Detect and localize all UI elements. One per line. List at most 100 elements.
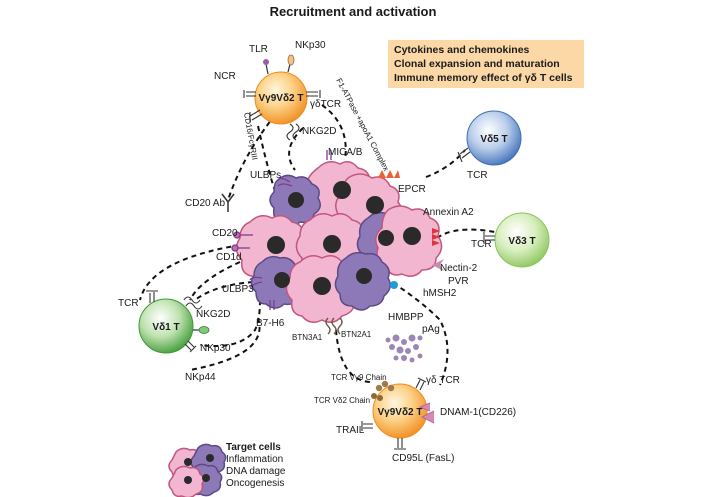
tcr-vd1-label: TCR [118,298,139,309]
vg9vd2-t-cell-bottom: Vγ9Vδ2 T [361,377,435,450]
legend-item-oncogenesis: Oncogenesis [226,478,284,489]
cd16-receptor-icon [249,109,263,122]
annexin-a2-label: Annexin A2 [423,207,474,218]
tlr-label: TLR [249,44,268,55]
nkp44-label: NKp44 [185,372,216,383]
tcr-vd3-icon [483,232,495,244]
cd20-label: CD20 [212,228,238,239]
cd20-antibody-icon [221,193,235,212]
nkg2d-top-icon [286,123,300,141]
cd95l-label: CD95L (FasL) [392,453,454,464]
tcr-vd5-icon [457,147,471,163]
ulbp3-icon [249,276,263,289]
dnam1-label: DNAM-1(CD226) [440,407,516,418]
tcr-vd1-icon [146,290,158,303]
gd-tcr-top-label: γδTCR [310,99,341,110]
vd3-t-cell: Vδ3 T [483,212,550,268]
tcr-vg9-chain-icon [375,380,395,392]
btn2a1-label: BTN2A1 [341,330,372,339]
info-line-clonal: Clonal expansion and maturation [394,58,560,70]
cd20-ab-label: CD20 Ab [185,198,225,209]
nkp44-icon [184,340,197,353]
vg9vd2-bottom-label: Vγ9Vδ2 T [378,407,423,418]
legend-title: Target cells [226,442,281,453]
tcr-vd5-label: TCR [467,170,488,181]
vg9vd2-t-cell-top: Vγ9Vδ2 T [243,54,321,141]
b7h6-icon [269,300,275,310]
nkp30-vd1-icon [193,326,210,334]
nkg2d-vd1-icon [183,296,203,310]
nkg2d-top-label: NKG2D [302,126,336,137]
b7h6-label: B7-H6 [256,318,285,329]
ulbp3-label: ULBP3 [222,284,254,295]
tumor-cluster [235,161,443,323]
tcr-vg9-chain-label: TCR Vγ9 Chain [331,373,387,382]
link-annexin-vd3 [436,228,496,239]
tlr-icon [263,59,269,75]
ncr-label: NCR [214,71,236,82]
gd-tcr-top-icon [306,90,321,98]
tcr-vd3-label: TCR [471,239,492,250]
link-b7h6-vd1 [199,299,261,347]
link-tcr-f1atpase [321,104,347,161]
cd16-label: CD16/FcγRIII [242,112,259,161]
tcr-vd2-chain-icon [371,393,383,401]
mica-b-icon [326,150,332,160]
legend-tumor-cells-icon [168,443,227,497]
f1-atpase-label: F1-ATPase +apoA1 Complex [334,77,391,173]
nectin2-label: Nectin-2 [440,263,478,274]
link-ulbp3-vd1 [194,281,254,301]
annexin-a2-icon [432,228,440,246]
epcr-icon [378,170,400,178]
legend-item-dna-damage: DNA damage [226,466,286,477]
vg9vd2-top-label: Vγ9Vδ2 T [259,93,304,104]
info-line-cytokines: Cytokines and chemokines [394,44,530,56]
hmbpp-label: HMBPP [388,312,424,323]
hmsh2-label: hMSH2 [423,288,457,299]
gd-tcr-bottom-label: γδ TCR [426,375,460,386]
info-line-memory: Immune memory effect of γδ T cells [394,72,573,84]
trail-label: TRAIL [336,425,365,436]
diagram-title: Recruitment and activation [269,4,437,19]
epcr-label: EPCR [398,184,426,195]
cd20-icon [233,231,253,239]
vd5-label: Vδ5 T [480,134,507,145]
nkp30-receptor-icon [287,54,295,73]
vd1-t-cell: Vδ1 T [138,290,210,354]
btn3a1-btn2a1-icon [325,317,343,335]
nkp30-top-label: NKp30 [295,40,326,51]
hmsh2-icon [390,281,398,289]
cd1d-label: CD1d [216,252,242,263]
ulbps-label: ULBPs [250,170,281,181]
phosphoantigen-icon [385,334,423,363]
mica-b-label: MICA/B [328,147,363,158]
gd-tcr-bottom-icon [415,377,427,391]
link-epcr-vd5 [425,149,466,178]
btn3a1-label: BTN3A1 [292,333,323,342]
vd3-label: Vδ3 T [508,236,535,247]
nkp30-vd1-label: NKp30 [200,343,231,354]
ulbps-icon [277,177,293,187]
vd5-t-cell: Vδ5 T [457,110,522,166]
pag-label: pAg [422,324,440,335]
legend-item-inflammation: Inflammation [226,454,283,465]
legend: Target cells Inflammation DNA damage Onc… [168,442,286,497]
info-box: Cytokines and chemokines Clonal expansio… [388,40,584,88]
link-cd20-vd1 [139,244,241,301]
link-cd1d-vd1 [189,261,241,301]
cd1d-icon [231,244,250,252]
nectin2-icon [432,259,444,271]
nkg2d-vd1-label: NKG2D [196,309,230,320]
link-btn-vg9 [335,329,371,383]
link-hmbpp-gdtcr [392,282,449,386]
dnam1-icon [418,402,435,424]
cd95l-icon [394,438,406,450]
tumor-ligands [231,150,444,310]
vd1-label: Vδ1 T [152,322,179,333]
pvr-label: PVR [448,276,469,287]
ncr-icon [243,90,256,98]
link-nkg2d-ulbps [288,127,304,171]
tcr-vd2-chain-label: TCR Vδ2 Chain [314,396,370,405]
trail-icon [361,421,373,431]
